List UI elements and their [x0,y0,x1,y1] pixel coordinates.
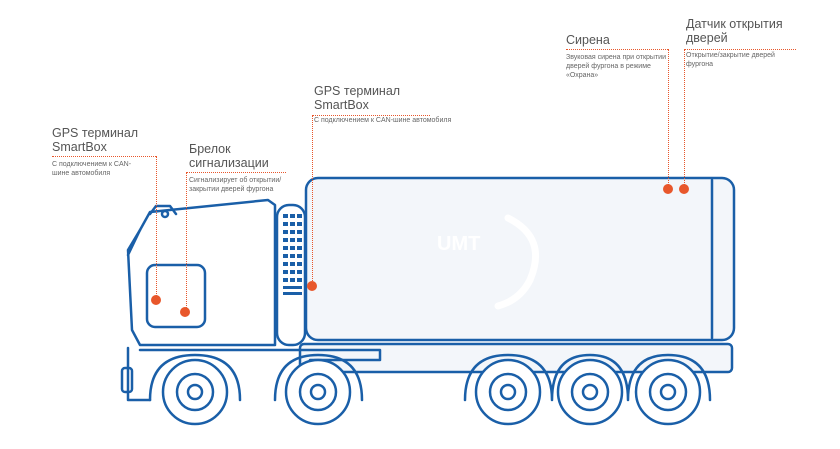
umt-logo: UMT [437,214,540,310]
callout-gps-trailer: GPS терминал SmartBox С подключением к C… [314,84,494,125]
cab-step [120,366,134,394]
marker-gps-cab [151,295,161,305]
wheel-front [161,358,229,426]
wheel-trailer-2 [556,358,624,426]
wheel-trailer-1 [474,358,542,426]
callout-title: GPS терминал [314,84,401,98]
callout-5-leader [684,49,685,189]
callout-siren: Сирена Звуковая сирена при открытии двер… [566,33,671,80]
cab-window [145,263,207,329]
callout-3-leader [312,115,313,285]
callout-5-rule [684,49,796,50]
callout-title: SmartBox [52,140,107,154]
callout-1-leader [156,156,157,296]
callout-4-rule [566,49,668,50]
cab-grill [275,203,307,347]
callout-2-leader [186,172,187,312]
callout-description: Звуковая сирена при открытии дверей фург… [566,54,666,79]
marker-keyfob [180,307,190,317]
callout-title: Сирена [566,33,610,47]
marker-door-sensor [679,184,689,194]
callout-keyfob: Брелок сигнализации Сигнализирует об отк… [189,142,299,194]
callout-title: GPS терминал [52,126,139,140]
callout-gps-cab: GPS терминал SmartBox С подключением к C… [52,126,162,178]
callout-3-rule [312,115,430,116]
callout-description: Открытие/закрытие дверей фургона [686,52,775,68]
callout-title: дверей [686,31,728,45]
marker-gps-trailer [307,281,317,291]
callout-2-rule [186,172,286,173]
marker-siren [663,184,673,194]
wheel-drive [284,358,352,426]
callout-door-sensor: Датчик открытия дверей Открытие/закрытие… [686,17,806,69]
callout-title: SmartBox [314,98,369,112]
callout-description: С подключением к CAN-шине автомобиля [314,117,452,124]
trailer-box [304,176,736,342]
callout-description: С подключением к CAN-шине автомобиля [52,161,132,177]
callout-4-leader [668,49,669,189]
truck-logo-text: UMT [437,233,480,255]
wheel-trailer-3 [634,358,702,426]
wheels [161,358,702,426]
callout-description: Сигнализирует об открытии/закрытии двере… [189,177,282,193]
callout-title: Датчик открытия [686,17,783,31]
callout-title: сигнализации [189,156,269,170]
callout-1-rule [52,156,156,157]
callout-title: Брелок [189,142,231,156]
cab-body [126,198,277,347]
